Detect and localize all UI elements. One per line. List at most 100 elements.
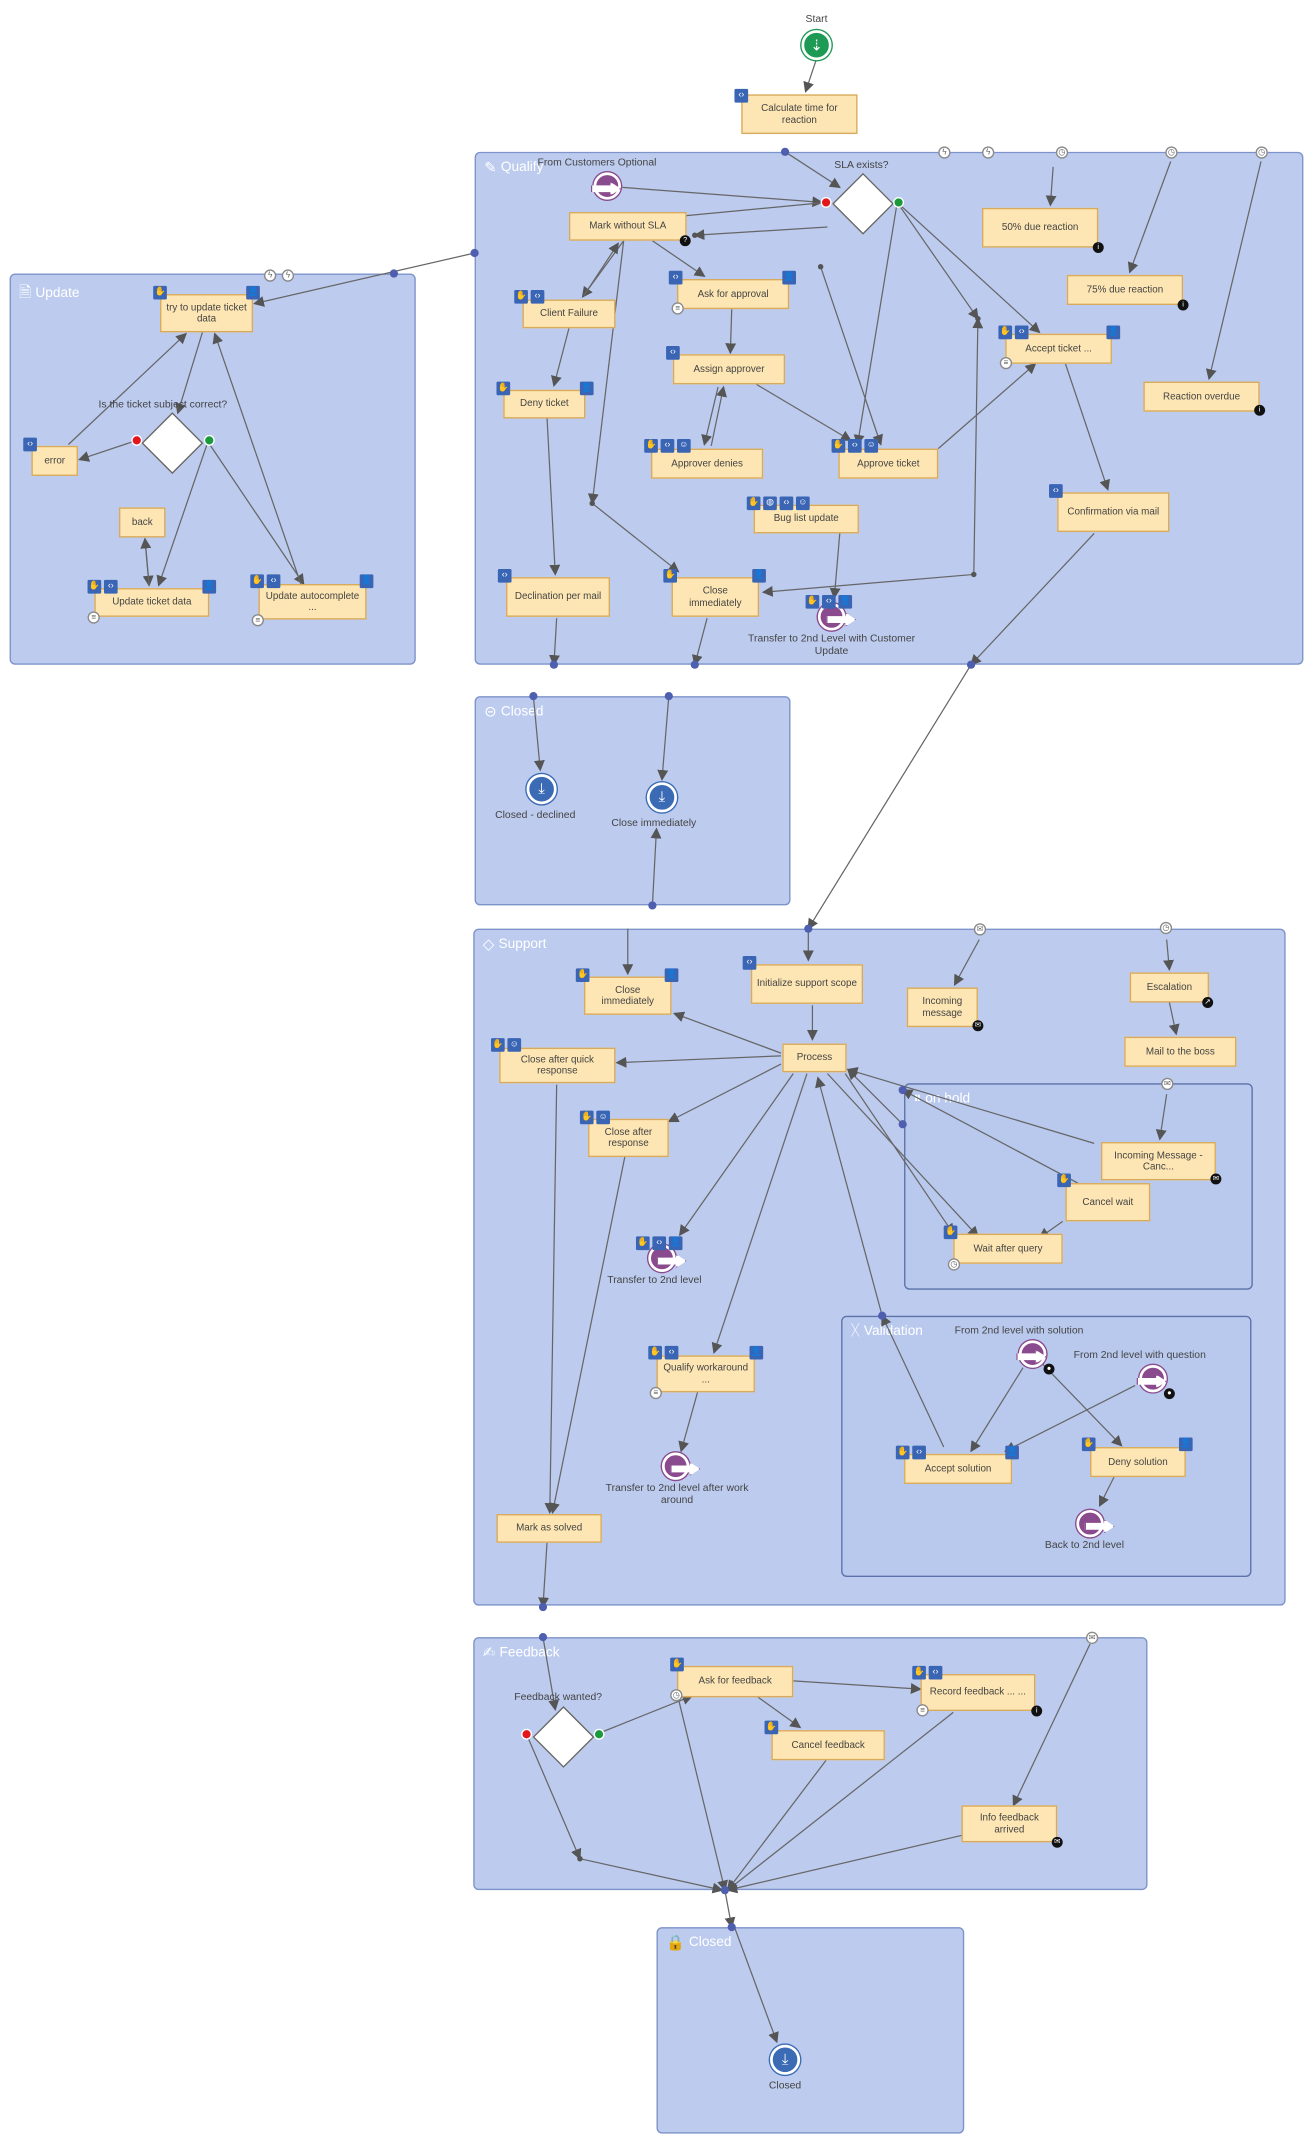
- task-close-imm-badges: ✋: [663, 568, 678, 583]
- task-close-after-quick-response[interactable]: Close after quick response: [499, 1047, 616, 1084]
- task-back[interactable]: back: [118, 507, 166, 538]
- user-icon: 👤: [668, 1236, 683, 1251]
- hand-icon: ✋: [250, 574, 264, 589]
- gateway-yes-dot: [593, 1728, 605, 1740]
- task-info-feedback-arrived[interactable]: Info feedback arrived: [961, 1805, 1058, 1843]
- lock-icon: 🔒: [666, 1935, 685, 1952]
- gateway-no-dot: [820, 196, 832, 208]
- task-update-data-user: 👤: [202, 579, 217, 594]
- task-escalation[interactable]: Escalation: [1129, 972, 1210, 1003]
- end-event-closed[interactable]: ⤓: [770, 2044, 801, 2075]
- message-arrow-icon: [1136, 1374, 1167, 1389]
- task-calculate-badges: ‹›: [734, 88, 749, 103]
- script-icon: ‹›: [497, 568, 512, 583]
- task-initialize-support-scope[interactable]: Initialize support scope: [750, 964, 864, 1004]
- script-icon: ‹›: [664, 1345, 679, 1360]
- task-close-immediately-support[interactable]: Close immediately: [584, 976, 672, 1015]
- task-qualify-workaround[interactable]: Qualify workaround ...: [656, 1355, 755, 1393]
- sla-exists-label: SLA exists?: [834, 158, 889, 171]
- form-icon: ≡: [999, 356, 1013, 370]
- task-cancel-wait-badges: ✋: [1057, 1173, 1071, 1188]
- task-50-due-reaction[interactable]: 50% due reaction: [982, 207, 1099, 248]
- task-assign-approver-badges: ‹›: [666, 346, 680, 360]
- hand-icon: ✋: [805, 594, 820, 609]
- stop-icon: ●: [1163, 1388, 1175, 1400]
- task-accept-solution-badges: ✋‹›: [895, 1445, 926, 1460]
- task-mark-as-solved[interactable]: Mark as solved: [496, 1514, 602, 1543]
- task-close-after-response[interactable]: Close after response: [588, 1118, 669, 1158]
- info-icon: i: [1031, 1705, 1043, 1717]
- task-reaction-overdue[interactable]: Reaction overdue: [1143, 381, 1260, 412]
- script-icon: ‹›: [666, 346, 680, 360]
- task-mail-to-the-boss[interactable]: Mail to the boss: [1124, 1036, 1237, 1067]
- task-deny-solution[interactable]: Deny solution: [1090, 1447, 1186, 1478]
- task-ask-for-approval[interactable]: Ask for approval: [677, 279, 790, 310]
- task-assign-approver[interactable]: Assign approver: [672, 354, 786, 385]
- task-confirmation-via-mail[interactable]: Confirmation via mail: [1057, 492, 1170, 533]
- task-mark-without-sla[interactable]: Mark without SLA: [568, 211, 687, 241]
- task-confirmation-badges: ‹›: [1049, 484, 1063, 498]
- task-cancel-feedback[interactable]: Cancel feedback: [771, 1730, 885, 1761]
- task-qualify-workaround-user: 👤: [749, 1345, 764, 1360]
- task-record-feedback[interactable]: Record feedback ... ...: [920, 1674, 1036, 1711]
- lane-closed-1: ⊝Closed: [474, 696, 791, 906]
- escalation-icon: ↗: [1202, 997, 1214, 1008]
- hand-icon: ✋: [648, 1345, 662, 1360]
- task-client-failure-badges: ✋‹›: [514, 289, 545, 304]
- task-error[interactable]: error: [31, 445, 78, 476]
- task-75-due-reaction[interactable]: 75% due reaction: [1066, 274, 1184, 305]
- task-declination-per-mail[interactable]: Declination per mail: [506, 577, 610, 617]
- task-ask-for-feedback[interactable]: Ask for feedback: [677, 1665, 794, 1698]
- script-icon: ‹›: [660, 439, 675, 453]
- bolt-icon: ϟ: [938, 146, 951, 159]
- task-calculate-time[interactable]: Calculate time for reaction: [741, 94, 858, 135]
- task-approver-denies[interactable]: Approver denies: [651, 448, 764, 479]
- task-accept-solution[interactable]: Accept solution: [904, 1453, 1013, 1484]
- group-icon: ☺: [507, 1038, 522, 1052]
- end-event-close-immediately[interactable]: ⤓: [646, 782, 678, 813]
- start-event[interactable]: ⇣: [801, 30, 832, 61]
- task-cancel-wait[interactable]: Cancel wait: [1065, 1183, 1151, 1222]
- hand-icon: ✋: [153, 285, 167, 300]
- task-try-update-ticket-data[interactable]: try to update ticket data: [160, 294, 254, 333]
- task-error-badges: ‹›: [23, 437, 37, 452]
- task-approve-ticket[interactable]: Approve ticket: [838, 448, 939, 479]
- end-event-closed-declined[interactable]: ⤓: [526, 774, 557, 805]
- info-icon: i: [1254, 404, 1266, 416]
- message-event-transfer-2nd-workaround[interactable]: [661, 1452, 701, 1480]
- message-event-from-2nd-solution[interactable]: [1016, 1340, 1047, 1368]
- task-client-failure[interactable]: Client Failure: [522, 299, 616, 329]
- junction-dots: [389, 147, 976, 1932]
- task-accept-solution-user: 👤: [1005, 1445, 1019, 1460]
- task-incoming-message[interactable]: Incoming message: [906, 987, 978, 1028]
- feedback-icon: ✍: [482, 1645, 496, 1662]
- task-process[interactable]: Process: [782, 1043, 847, 1073]
- task-close-immediately-qualify[interactable]: Close immediately: [671, 577, 760, 617]
- script-icon: ‹›: [23, 437, 37, 452]
- user-icon: 👤: [359, 574, 374, 589]
- hand-icon: ✋: [575, 968, 590, 983]
- hand-icon: ✋: [663, 568, 678, 583]
- form-icon: ≡: [671, 302, 684, 315]
- form-icon: ≡: [87, 611, 100, 624]
- document-icon: 🗎: [19, 284, 32, 301]
- hand-icon: ✋: [831, 439, 846, 453]
- transfer-2nd-customer-label: Transfer to 2nd Level with Customer Upda…: [748, 631, 916, 657]
- gateway-yes-dot: [893, 196, 905, 208]
- task-deny-ticket[interactable]: Deny ticket: [503, 389, 586, 419]
- user-icon: 👤: [782, 270, 797, 285]
- from-2nd-question-label: From 2nd level with question: [1073, 1348, 1206, 1361]
- message-event-from-customers[interactable]: [590, 172, 621, 200]
- message-event-back-2nd[interactable]: [1076, 1509, 1115, 1538]
- message-event-from-2nd-question[interactable]: [1136, 1364, 1167, 1393]
- task-update-autocomplete[interactable]: Update autocomplete ...: [258, 584, 367, 620]
- subject-correct-label: Is the ticket subject correct?: [98, 398, 228, 411]
- from-customers-label: From Customers Optional: [537, 155, 657, 169]
- closed-icon: ⊝: [484, 704, 497, 721]
- gateway-no-dot: [521, 1728, 533, 1740]
- task-bug-list-badges: ✋◍‹›☺: [746, 496, 810, 511]
- user-icon: 👤: [749, 1345, 764, 1360]
- task-wait-after-query[interactable]: Wait after query: [953, 1233, 1063, 1264]
- task-incoming-message-cancel[interactable]: Incoming Message - Canc...: [1100, 1142, 1216, 1181]
- envelope-icon: ✉: [1085, 1631, 1099, 1644]
